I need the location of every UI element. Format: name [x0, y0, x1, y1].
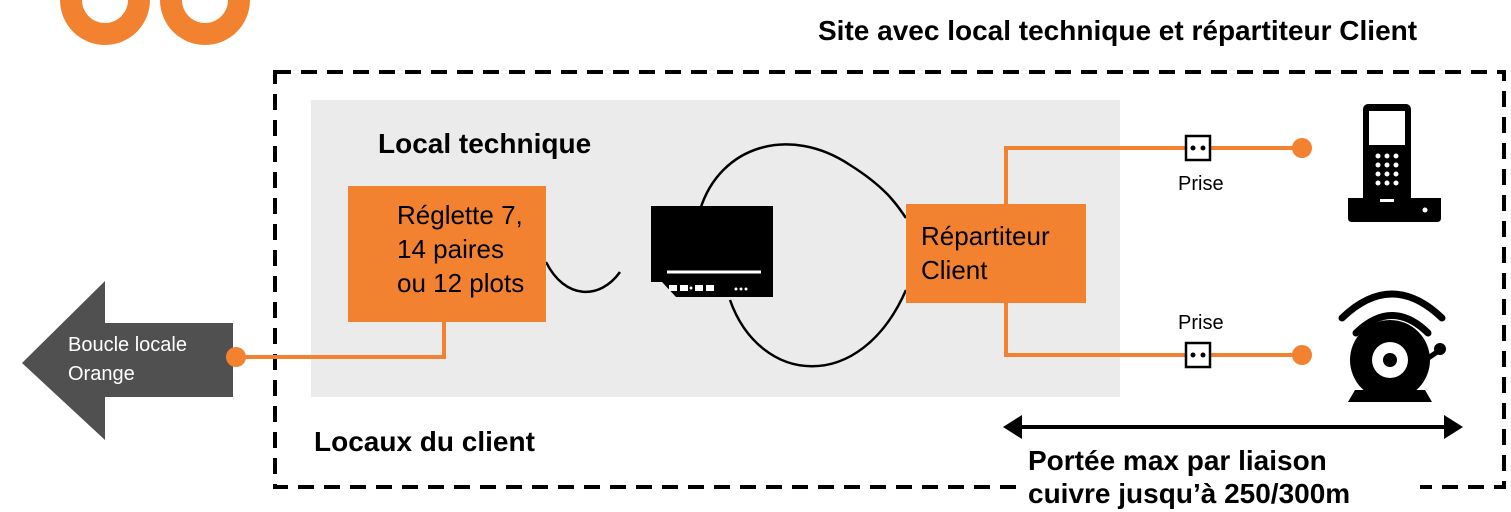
reglette-label-line3: ou 12 plots	[397, 268, 525, 298]
black-cabling	[544, 143, 908, 368]
prise-label-top: Prise	[1178, 173, 1224, 195]
prise-label-bottom: Prise	[1178, 312, 1224, 334]
range-arrow	[1003, 415, 1463, 439]
bell-connection-dot	[1292, 345, 1312, 365]
portee-label-line1: Portée max par liaison	[1028, 445, 1327, 476]
local-technique-label: Local technique	[378, 128, 592, 159]
reglette-label-line2: 14 paires	[397, 234, 504, 264]
repartiteur-label-line1: Répartiteur	[921, 221, 1050, 251]
portee-label: Portée max par liaison cuivre jusqu’à 25…	[1028, 444, 1350, 510]
boucle-locale-label: Boucle locale Orange	[68, 331, 187, 389]
phone-connection-dot	[1292, 138, 1312, 158]
boucle-connection-dot	[226, 347, 246, 367]
brand-logo-fragment	[60, 0, 250, 45]
boucle-label-line1: Boucle locale	[68, 334, 187, 356]
repartiteur-label-line2: Client	[921, 255, 988, 285]
site-title: Site avec local technique et répartiteur…	[818, 15, 1418, 46]
locaux-client-label: Locaux du client	[314, 426, 535, 457]
portee-label-bg	[1020, 478, 1420, 512]
portee-label-line2: cuivre jusqu’à 250/300m	[1028, 478, 1351, 509]
boucle-label-line2: Orange	[68, 363, 135, 385]
boucle-locale-arrow	[22, 281, 233, 440]
phone-icon	[1348, 104, 1441, 222]
socket-icon-bottom	[1184, 341, 1212, 369]
socket-icon-top	[1184, 134, 1212, 162]
router-icon	[651, 206, 773, 297]
repartiteur-box: Répartiteur Client	[906, 204, 1086, 303]
reglette-label-line1: Réglette 7,	[397, 200, 523, 230]
bell-icon	[1338, 290, 1446, 402]
reglette-box: Réglette 7, 14 paires ou 12 plots	[348, 186, 546, 322]
site-boundary	[273, 70, 1506, 489]
